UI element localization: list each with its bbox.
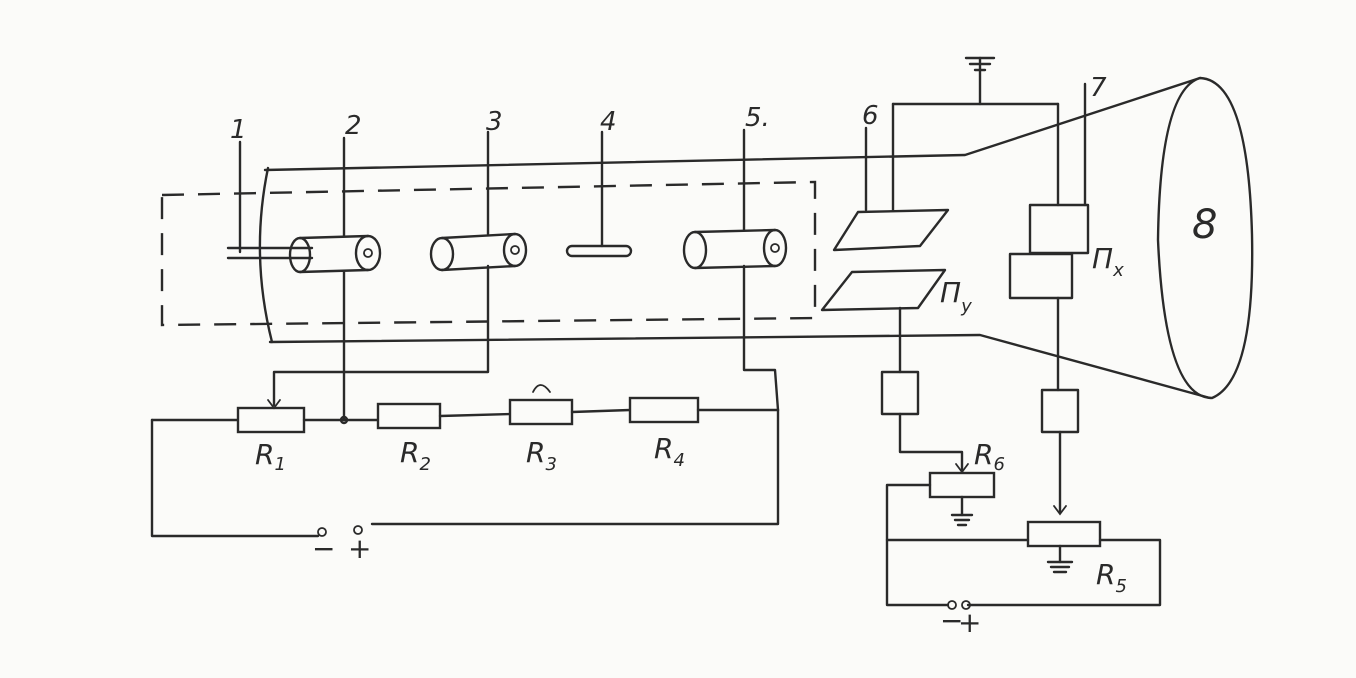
y-channel (880, 370, 996, 607)
electrode-5 (682, 128, 788, 270)
voltage-divider (150, 264, 780, 538)
label-2: 2 (345, 111, 362, 141)
resistor-r4 (628, 396, 700, 424)
electrode-3 (429, 130, 528, 272)
resistor-r3 (508, 398, 574, 426)
label-px: Пx (1092, 242, 1124, 281)
resistor-r1 (236, 406, 306, 434)
right-minus-terminal: − (940, 604, 963, 637)
crt-envelope (258, 76, 1254, 400)
label-6: 6 (862, 101, 879, 131)
label-r6: R6 (974, 438, 1005, 475)
label-py: Пy (940, 276, 972, 317)
vertical-deflection-plates (820, 208, 950, 374)
resistor-r6 (928, 471, 996, 499)
label-r3: R3 (526, 436, 557, 475)
electrode-4 (565, 130, 633, 258)
label-5: 5. (745, 103, 770, 133)
label-1: 1 (230, 115, 247, 145)
resistor-r2 (376, 402, 442, 430)
x-channel (885, 388, 1162, 610)
label-3: 3 (486, 107, 503, 137)
label-4: 4 (600, 107, 617, 137)
label-r5: R5 (1096, 558, 1127, 597)
label-r2: R2 (400, 436, 431, 475)
resistor-r5 (1026, 520, 1102, 548)
horizontal-deflection-plates (1008, 203, 1090, 392)
label-r1: R1 (255, 438, 286, 475)
left-minus-terminal: − (312, 532, 335, 565)
left-plus-terminal: + (348, 532, 371, 565)
cathode (226, 140, 314, 260)
top-ground (864, 56, 1087, 212)
screen (1156, 76, 1254, 400)
electrode-2 (288, 136, 382, 274)
label-r4: R4 (654, 432, 685, 471)
dashed-shield (160, 180, 817, 327)
label-7: 7 (1090, 73, 1107, 103)
right-plus-terminal: + (958, 606, 981, 639)
label-8: 8 (1192, 202, 1217, 248)
